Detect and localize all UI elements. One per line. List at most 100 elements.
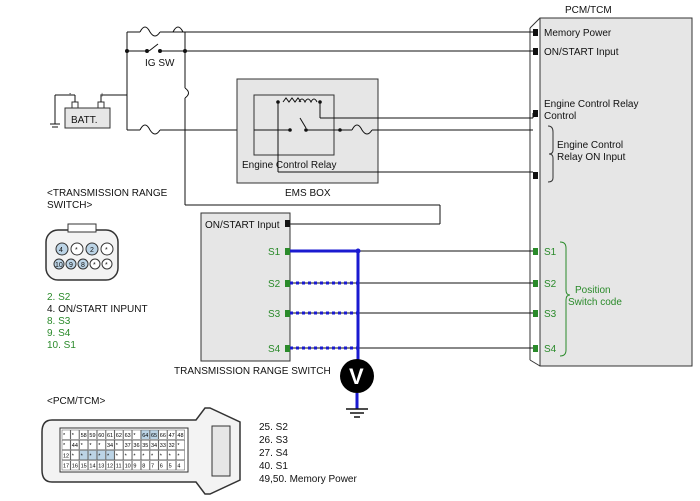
pcm-pin-cell — [105, 460, 115, 471]
trs-legend-1: 2. S2 — [47, 292, 71, 303]
pcm-pin-cell — [140, 439, 150, 450]
pcm-pin-label: 60 — [98, 433, 104, 439]
pin-label-s1: S1 — [544, 247, 557, 258]
pcm-pin-label: 5 — [169, 464, 172, 470]
pcm-pin-cell — [132, 460, 141, 471]
pcm-pin-label: * — [63, 443, 66, 449]
pin-label-ecr-on-1: Engine Control — [557, 140, 623, 151]
pcm-pin-cell — [176, 460, 185, 471]
voltmeter-symbol: V — [349, 364, 364, 389]
pcm-pin-label: 35 — [142, 443, 148, 449]
pcm-pin-cell — [132, 429, 141, 440]
pcm-pin-label: 58 — [81, 433, 87, 439]
pcm-pin-cell — [79, 460, 89, 471]
pcm-pin-label: * — [72, 433, 75, 439]
pcm-pin-label: * — [89, 443, 92, 449]
trs-connector-title-2: SWITCH> — [47, 200, 92, 211]
pcm-pin-label: 36 — [133, 443, 139, 449]
pcm-tcm-box — [539, 17, 693, 367]
pin-label-s4: S4 — [544, 344, 557, 355]
pcm-pin-label: * — [98, 453, 101, 459]
trs-connector-title-1: <TRANSMISSION RANGE — [47, 188, 168, 199]
pcm-pin-cell — [79, 439, 89, 450]
pcm-pin-label: 14 — [89, 464, 95, 470]
pin-label-on-start: ON/START Input — [544, 47, 619, 58]
pcm-pin-cell — [140, 429, 150, 440]
ig-switch — [148, 43, 159, 52]
pcm-pin-cell — [176, 429, 185, 440]
pcm-pin-label: 63 — [125, 433, 131, 439]
trs-s2-label: S2 — [268, 279, 281, 290]
ig-sw-label: IG SW — [145, 58, 175, 69]
pcm-tcm-title: PCM/TCM — [565, 5, 612, 16]
pcm-pin-label: 33 — [160, 443, 166, 449]
pcm-pin-label: 34 — [107, 443, 113, 449]
pcm-legend-3: 27. S4 — [259, 448, 288, 459]
pin-marker — [533, 172, 538, 179]
pcm-pin-label: 47 — [169, 433, 175, 439]
pcm-pin-cell — [158, 439, 168, 450]
pcm-pin-cell — [61, 450, 71, 461]
resistor-symbol — [282, 97, 302, 103]
pcm-pin-label: * — [142, 453, 145, 459]
pin-marker — [533, 345, 538, 352]
svg-text:*: * — [93, 262, 96, 269]
pin-marker — [533, 48, 538, 55]
pcm-pin-label: 66 — [160, 433, 166, 439]
pcm-pin-cell — [158, 460, 168, 471]
pcm-pin-label: * — [133, 433, 136, 439]
pin-label-s3: S3 — [544, 309, 557, 320]
pcm-pin-cell — [88, 429, 97, 440]
pcm-pin-cell — [167, 439, 177, 450]
trs-on-start-label: ON/START Input — [205, 220, 280, 231]
pcm-pin-label: 12 — [63, 453, 69, 459]
pcm-pin-label: * — [116, 453, 119, 459]
pin-label-memory-power: Memory Power — [544, 28, 612, 39]
pcm-pin-cell — [79, 450, 89, 461]
pcm-pin-cell — [70, 439, 80, 450]
svg-text:*: * — [75, 247, 78, 254]
pcm-pin-cell — [176, 439, 185, 450]
pcm-pin-label: 44 — [72, 443, 78, 449]
pcm-pin-label: 12 — [107, 464, 113, 470]
pcm-pin-label: 34 — [151, 443, 157, 449]
svg-text:10: 10 — [55, 262, 63, 269]
pcm-pin-label: 48 — [177, 433, 183, 439]
pcm-pin-cell — [96, 439, 106, 450]
relay-label: Engine Control Relay — [242, 160, 337, 171]
pcm-pin-label: 15 — [81, 464, 87, 470]
engine-control-relay — [253, 94, 335, 156]
pcm-pin-label: * — [63, 433, 66, 439]
pcm-pin-cell — [149, 439, 159, 450]
trs-caption: TRANSMISSION RANGE SWITCH — [174, 366, 331, 377]
pcm-pin-cell — [149, 460, 159, 471]
pcm-pin-cell — [88, 450, 97, 461]
svg-text:2: 2 — [90, 247, 94, 254]
pcm-pin-label: * — [133, 453, 136, 459]
pcm-pin-label: 10 — [125, 464, 131, 470]
pcm-pin-label: * — [177, 443, 180, 449]
pcm-pin-cell — [123, 429, 133, 440]
pcm-pin-label: * — [89, 453, 92, 459]
pcm-pin-label: 11 — [116, 464, 122, 470]
pin-marker — [533, 29, 538, 36]
trs-connector-face: 4 * 2 * 10 9 8 * * — [45, 223, 119, 281]
pcm-pin-label: 32 — [169, 443, 175, 449]
pcm-pin-cell — [70, 460, 80, 471]
pcm-pin-cell — [123, 439, 133, 450]
pin-marker — [533, 310, 538, 317]
pin-label-ecr-on-2: Relay ON Input — [557, 152, 626, 163]
pcm-pin-cell — [61, 429, 71, 440]
pcm-pin-label: 64 — [142, 433, 148, 439]
pcm-pin-label: * — [169, 453, 172, 459]
pcm-pin-cell — [70, 450, 80, 461]
pcm-pin-cell — [96, 460, 106, 471]
pcm-pin-label: 16 — [72, 464, 78, 470]
pcm-legend-4: 40. S1 — [259, 461, 288, 472]
svg-text:+: + — [100, 92, 104, 99]
trs-legend-5: 10. S1 — [47, 340, 76, 351]
pcm-pin-label: 62 — [116, 433, 122, 439]
pcm-pin-cell — [88, 460, 97, 471]
trs-legend-2: 4. ON/START INPUNT — [47, 304, 148, 315]
pcm-pin-cell — [96, 450, 106, 461]
